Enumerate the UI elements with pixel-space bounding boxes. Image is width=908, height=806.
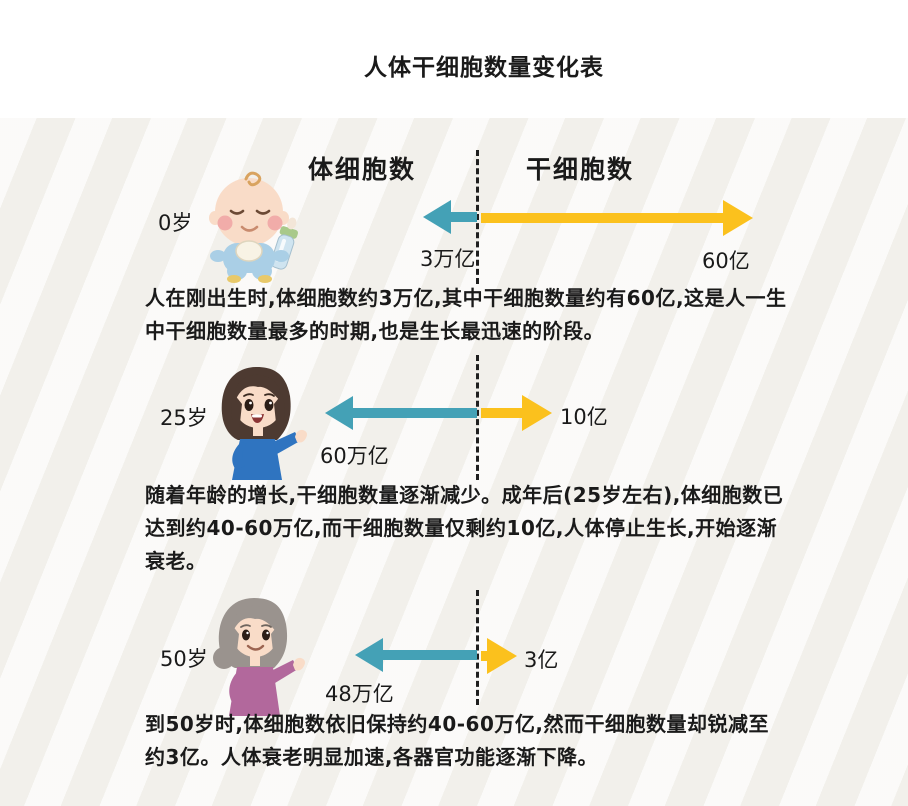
stem-arrow <box>481 638 517 674</box>
somatic-value: 48万亿 <box>325 682 394 706</box>
age-label: 0岁 <box>158 211 193 235</box>
arrow-head-left-icon <box>423 200 451 234</box>
arrow-head-right-icon <box>487 638 517 674</box>
age-label: 25岁 <box>160 406 208 430</box>
column-header-somatic: 体细胞数 <box>308 155 417 184</box>
column-header-stem: 干细胞数 <box>526 155 635 184</box>
dashed-divider <box>476 355 479 480</box>
dashed-divider <box>476 590 479 705</box>
stem-arrow <box>481 395 552 431</box>
dashed-divider <box>476 150 479 284</box>
baby-illustration <box>209 171 299 283</box>
row-description: 到50岁时,体细胞数依旧保持约40-60万亿,然而干细胞数量却锐减至约3亿。人体… <box>145 712 769 769</box>
stem-arrow <box>481 200 753 236</box>
somatic-value: 60万亿 <box>320 444 389 468</box>
somatic-arrow <box>325 396 477 430</box>
arrow-head-left-icon <box>355 638 383 672</box>
somatic-arrow <box>423 200 477 234</box>
stem-value: 60亿 <box>702 249 750 273</box>
age-label: 50岁 <box>160 647 208 671</box>
stem-value: 3亿 <box>524 648 559 672</box>
somatic-arrow <box>355 638 477 672</box>
row-description: 人在刚出生时,体细胞数约3万亿,其中干细胞数量约有60亿,这是人一生中干细胞数量… <box>145 286 787 343</box>
elderly-woman-illustration <box>213 598 305 716</box>
row-description: 随着年龄的增长,干细胞数量逐渐减少。成年后(25岁左右),体细胞数已达到约40-… <box>145 483 784 573</box>
somatic-value: 3万亿 <box>420 247 476 271</box>
content-panel <box>0 118 908 806</box>
young-woman-illustration <box>221 367 307 480</box>
page-title: 人体干细胞数量变化表 <box>364 55 604 81</box>
arrow-head-right-icon <box>723 200 753 236</box>
stem-value: 10亿 <box>560 405 608 429</box>
arrow-head-right-icon <box>522 395 552 431</box>
arrow-head-left-icon <box>325 396 353 430</box>
